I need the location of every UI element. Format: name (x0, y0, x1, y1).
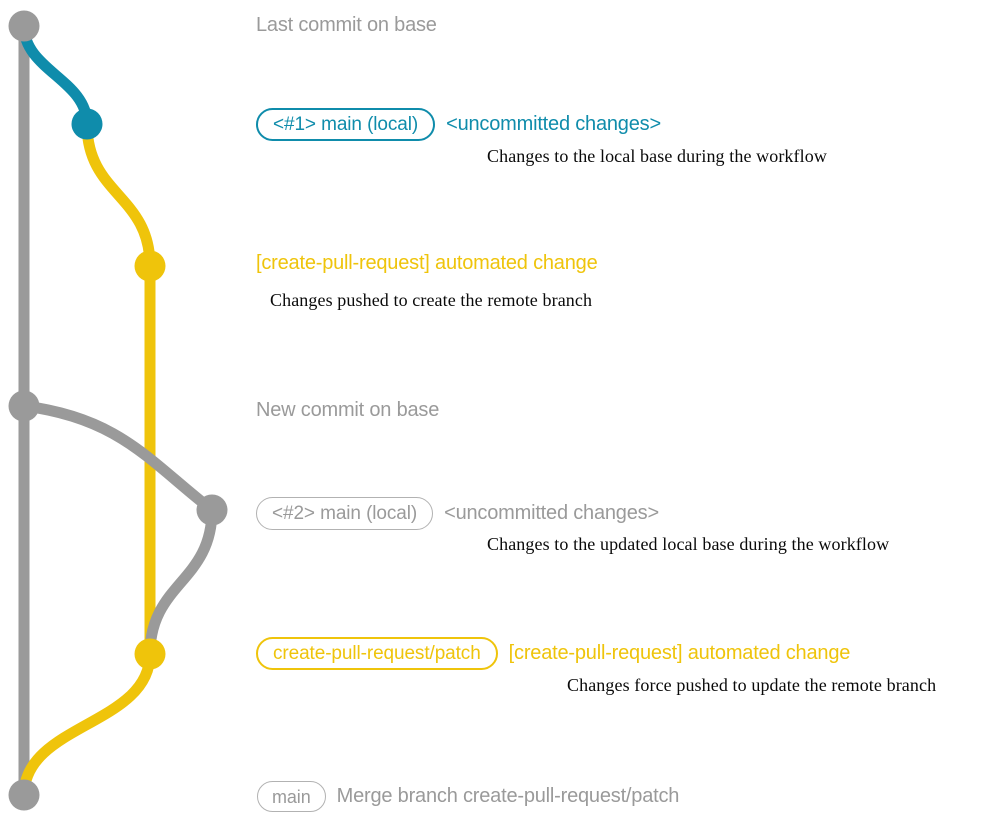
commit-node-local-commit-1[interactable] (71, 108, 103, 140)
commit-description-patch-1: Changes pushed to create the remote bran… (270, 290, 593, 310)
annotation-new-commit-on-base: New commit on base (256, 399, 439, 422)
headline-last-commit-on-base: Last commit on base (256, 14, 437, 37)
commit-node-patch-commit-1[interactable] (134, 250, 166, 282)
branch-pill-patch-2[interactable]: create-pull-request/patch (256, 637, 498, 670)
commit-subject-local-1: <uncommitted changes> (446, 113, 661, 135)
branch-pill-local-1[interactable]: <#1> main (local) (256, 108, 436, 141)
headline-new-commit-on-base: New commit on base (256, 399, 439, 422)
headline-local-commit-1: <#1> main (local) <uncommitted changes> (256, 108, 661, 141)
commit-subject-new-commit-on-base: New commit on base (256, 399, 440, 421)
edge-patch-2-to-merge (18, 648, 156, 801)
annotation-patch-commit-2: create-pull-request/patch [create-pull-r… (256, 637, 850, 670)
edge-local-2-to-patch-2 (144, 504, 218, 660)
headline-patch-commit-2: create-pull-request/patch [create-pull-r… (256, 637, 850, 670)
commit-description-local-1: Changes to the local base during the wor… (487, 146, 827, 166)
headline-local-commit-2: <#2> main (local) <uncommitted changes> (256, 497, 659, 530)
branch-pill-main[interactable]: main (257, 781, 326, 812)
edge-local-1-to-patch-1 (81, 118, 156, 272)
commit-node-local-commit-2[interactable] (196, 494, 228, 526)
commit-description-local-2: Changes to the updated local base during… (487, 534, 890, 554)
commit-node-merge-commit[interactable] (8, 779, 40, 811)
commit-node-last-commit-on-base[interactable] (8, 10, 40, 42)
headline-patch-commit-1: [create-pull-request] automated change (256, 252, 598, 275)
annotation-local-commit-2: <#2> main (local) <uncommitted changes> (256, 497, 659, 530)
annotation-last-commit-on-base: Last commit on base (256, 14, 437, 37)
headline-merge-commit: main Merge branch create-pull-request/pa… (257, 781, 679, 812)
branch-pill-local-2[interactable]: <#2> main (local) (256, 497, 434, 530)
commit-subject-last-commit-on-base: Last commit on base (256, 14, 437, 36)
annotation-merge-commit: main Merge branch create-pull-request/pa… (257, 781, 679, 812)
annotation-local-commit-1: <#1> main (local) <uncommitted changes> (256, 108, 661, 141)
commit-subject-local-2: <uncommitted changes> (444, 502, 659, 524)
commit-description-patch-2: Changes force pushed to update the remot… (567, 675, 937, 695)
edge-base-to-local-2 (18, 400, 218, 516)
commit-node-new-commit-on-base[interactable] (8, 390, 40, 422)
commit-subject-patch-2: [create-pull-request] automated change (508, 642, 851, 664)
commit-subject-merge: Merge branch create-pull-request/patch (336, 785, 680, 807)
annotation-patch-commit-1: [create-pull-request] automated change (256, 252, 598, 275)
commit-subject-patch-1: [create-pull-request] automated change (256, 252, 598, 274)
commit-node-patch-commit-2[interactable] (134, 638, 166, 670)
